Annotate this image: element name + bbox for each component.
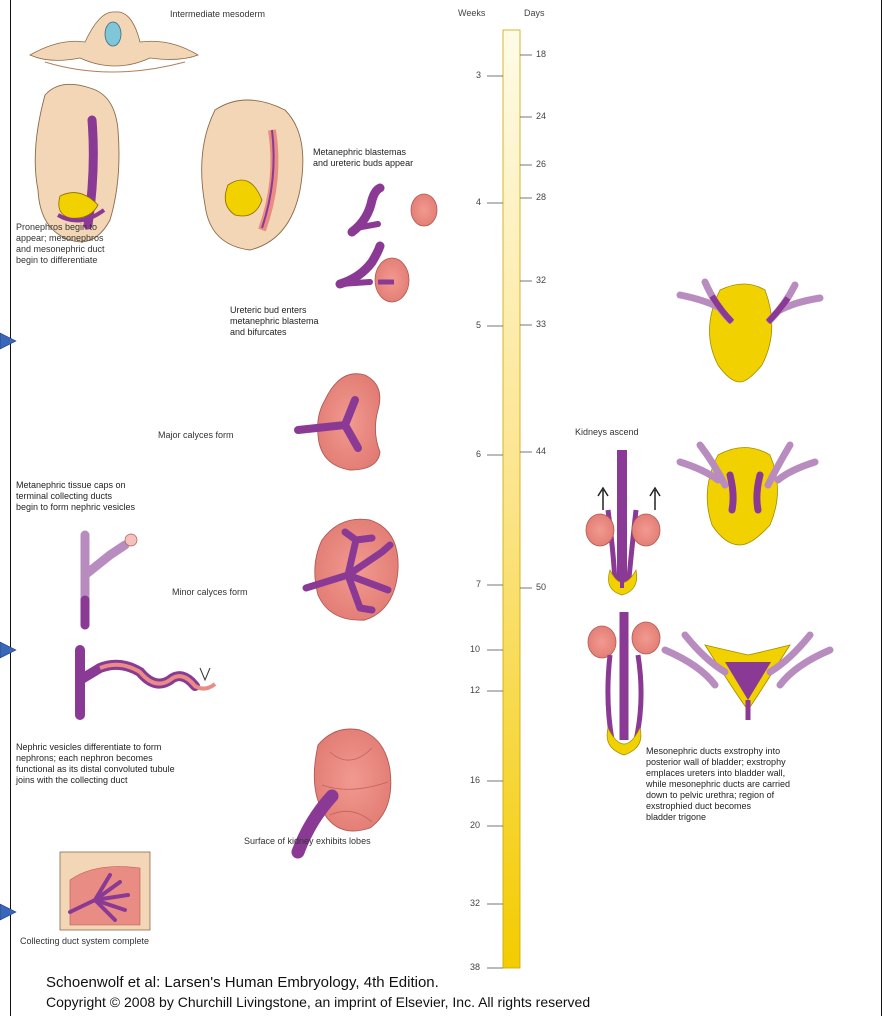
ureteric-bud-small — [340, 188, 437, 302]
day-label: 28 — [536, 192, 546, 202]
label-pronephros: Pronephros begin to appear; mesonephros … — [16, 222, 105, 266]
week-label: 38 — [470, 962, 480, 972]
kidney-minor-calyces — [306, 519, 398, 620]
label-minor-calyces: Minor calyces form — [172, 587, 248, 598]
week-label: 10 — [470, 644, 480, 654]
kidneys-ascend-diagram — [586, 450, 660, 595]
label-nephric-vesicles: Nephric vesicles differentiate to form n… — [16, 742, 175, 786]
bladder-trigone — [665, 635, 830, 720]
week-label: 7 — [476, 579, 481, 589]
embryo-metanephric-blastema — [202, 100, 303, 250]
week-label: 16 — [470, 775, 480, 785]
kidney-lobes — [298, 729, 391, 852]
credit-line-1: Schoenwolf et al: Larsen's Human Embryol… — [46, 974, 439, 992]
week-label: 4 — [476, 197, 481, 207]
label-kidneys-ascend: Kidneys ascend — [575, 427, 639, 438]
week-label: 32 — [470, 898, 480, 908]
day-label: 24 — [536, 111, 546, 121]
label-major-calyces: Major calyces form — [158, 430, 234, 441]
kidney-major-calyces — [298, 374, 380, 470]
weeks-header: Weeks — [458, 8, 485, 18]
nephron-diagram — [80, 650, 215, 715]
arrow-marker-icon — [0, 642, 16, 658]
days-header: Days — [524, 8, 545, 18]
nephric-vesicle-diagram — [85, 534, 137, 625]
label-metanephric-tissue: Metanephric tissue caps on terminal coll… — [16, 480, 135, 513]
week-label: 3 — [476, 70, 481, 80]
bladder-mid — [680, 445, 815, 545]
timeline-bar — [503, 30, 520, 968]
arrow-marker-icon — [0, 904, 16, 920]
label-collecting-complete: Collecting duct system complete — [20, 936, 149, 947]
bladder-early — [680, 282, 820, 382]
label-mesonephric-atrophy: Mesonephric ducts exstrophy into posteri… — [646, 746, 790, 823]
day-label: 33 — [536, 319, 546, 329]
label-ureteric-bud: Ureteric bud enters metanephric blastema… — [230, 305, 319, 338]
day-label: 32 — [536, 275, 546, 285]
day-label: 50 — [536, 582, 546, 592]
week-label: 20 — [470, 820, 480, 830]
label-surface-lobes: Surface of kidney exhibits lobes — [244, 836, 371, 847]
collecting-duct-diagram — [60, 852, 150, 930]
week-label: 5 — [476, 320, 481, 330]
label-metanephric-blastemas: Metanephric blastemas and ureteric buds … — [313, 147, 413, 169]
embryo-pronephros — [35, 84, 119, 241]
day-label: 18 — [536, 49, 546, 59]
credit-line-2: Copyright © 2008 by Churchill Livingston… — [46, 993, 590, 1011]
day-label: 26 — [536, 159, 546, 169]
week-label: 6 — [476, 449, 481, 459]
arrow-marker-icon — [0, 333, 16, 349]
label-intermediate-mesoderm: Intermediate mesoderm — [170, 9, 265, 20]
embryo-cross-section — [30, 12, 198, 72]
kidneys-pelvic-diagram — [588, 612, 660, 755]
week-label: 12 — [470, 685, 480, 695]
day-label: 44 — [536, 446, 546, 456]
